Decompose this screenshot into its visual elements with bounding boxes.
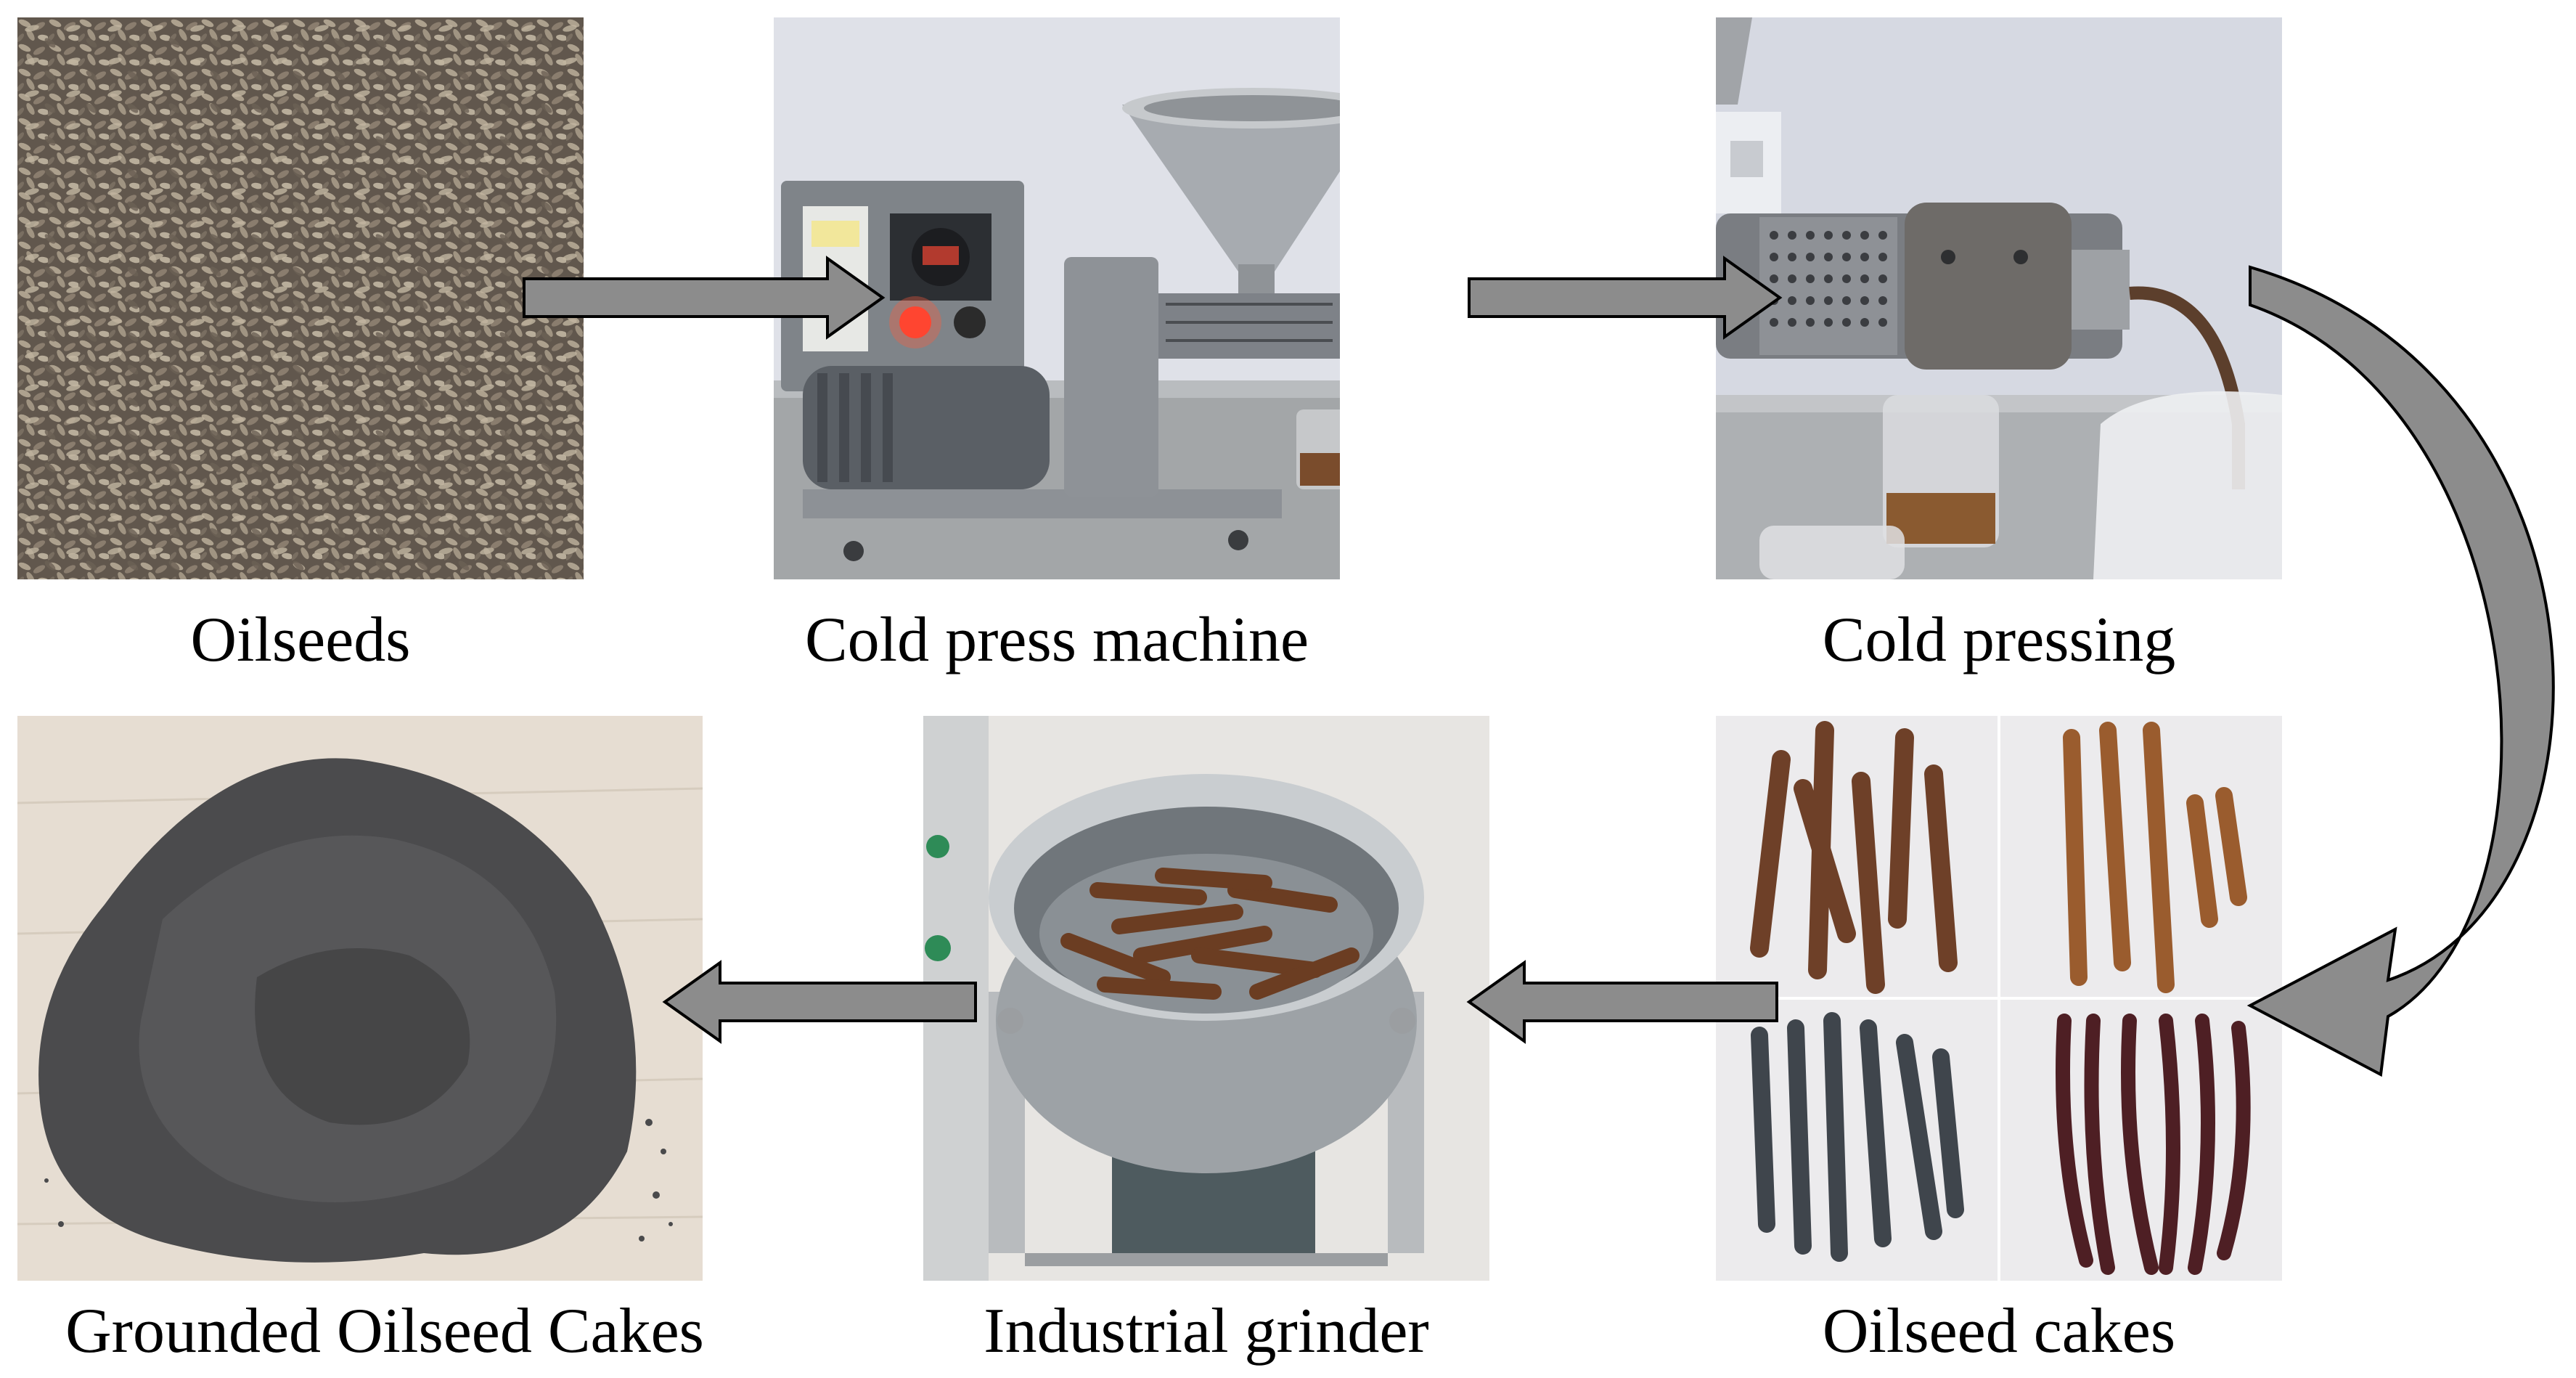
oilseeds-photo (17, 17, 584, 579)
arrow-pressing-to-cakes (2250, 267, 2553, 1075)
label-grounded-oilseed-cakes: Grounded Oilseed Cakes (0, 1300, 769, 1363)
label-cold-press-machine: Cold press machine (774, 608, 1340, 672)
label-oilseeds: Oilseeds (17, 608, 584, 672)
label-oilseed-cakes: Oilseed cakes (1716, 1300, 2282, 1363)
industrial-grinder-photo (923, 716, 1489, 1281)
cold-pressing-photo (1716, 17, 2282, 579)
label-industrial-grinder: Industrial grinder (923, 1300, 1489, 1363)
cold-press-machine-photo (774, 17, 1340, 579)
oilseed-cakes-photo (1716, 716, 2282, 1281)
grounded-oilseed-cakes-photo (17, 716, 703, 1281)
label-cold-pressing: Cold pressing (1716, 608, 2282, 672)
